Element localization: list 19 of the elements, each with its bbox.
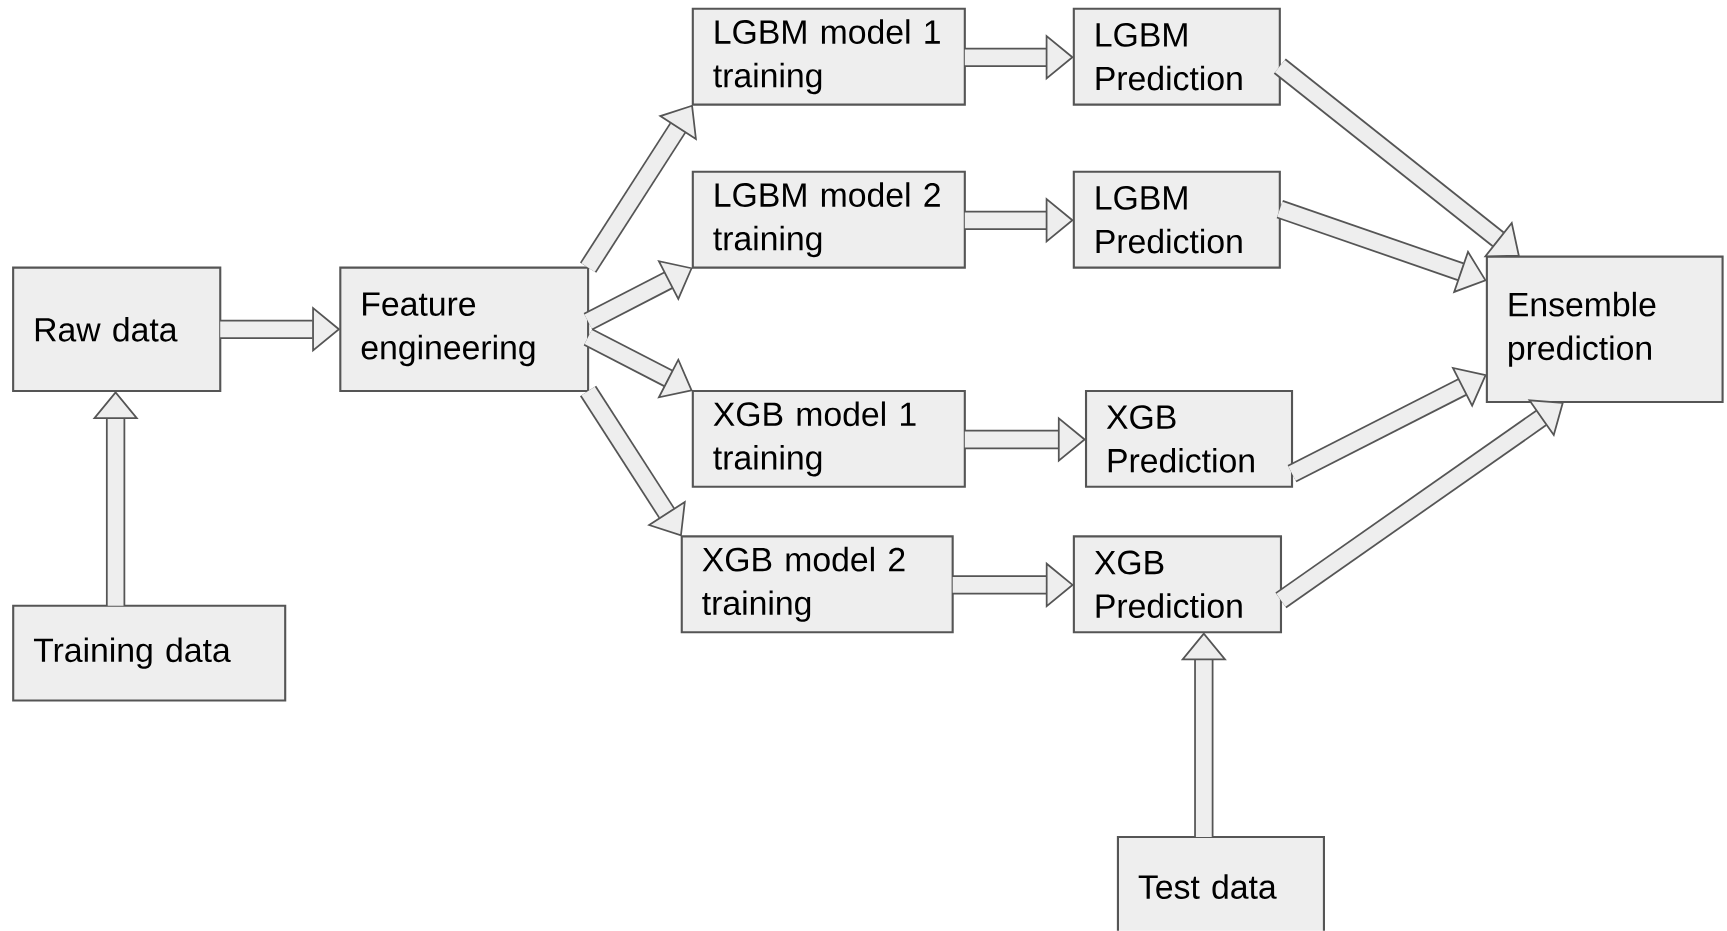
process-box: XGB Prediction [1084, 390, 1294, 488]
block-arrow [1287, 366, 1487, 483]
process-box: XGB model 2 training [680, 535, 954, 634]
process-box: Raw data [12, 266, 222, 393]
block-arrow [583, 328, 693, 399]
block-arrow [583, 260, 693, 331]
process-box: Test data [1116, 836, 1325, 931]
process-box: LGBM Prediction [1072, 170, 1281, 269]
process-box: Ensemble prediction [1485, 255, 1724, 404]
block-arrow [579, 385, 686, 537]
process-box: LGBM Prediction [1072, 7, 1281, 106]
process-box: Training data [12, 604, 287, 702]
block-arrow [1273, 58, 1520, 258]
process-box: Feature engineering [339, 266, 590, 393]
process-box: XGB Prediction [1072, 535, 1283, 634]
process-box: LGBM model 2 training [691, 170, 966, 269]
process-box: LGBM model 1 training [691, 7, 966, 106]
block-arrow [1275, 399, 1564, 609]
process-box: XGB model 1 training [691, 390, 966, 488]
